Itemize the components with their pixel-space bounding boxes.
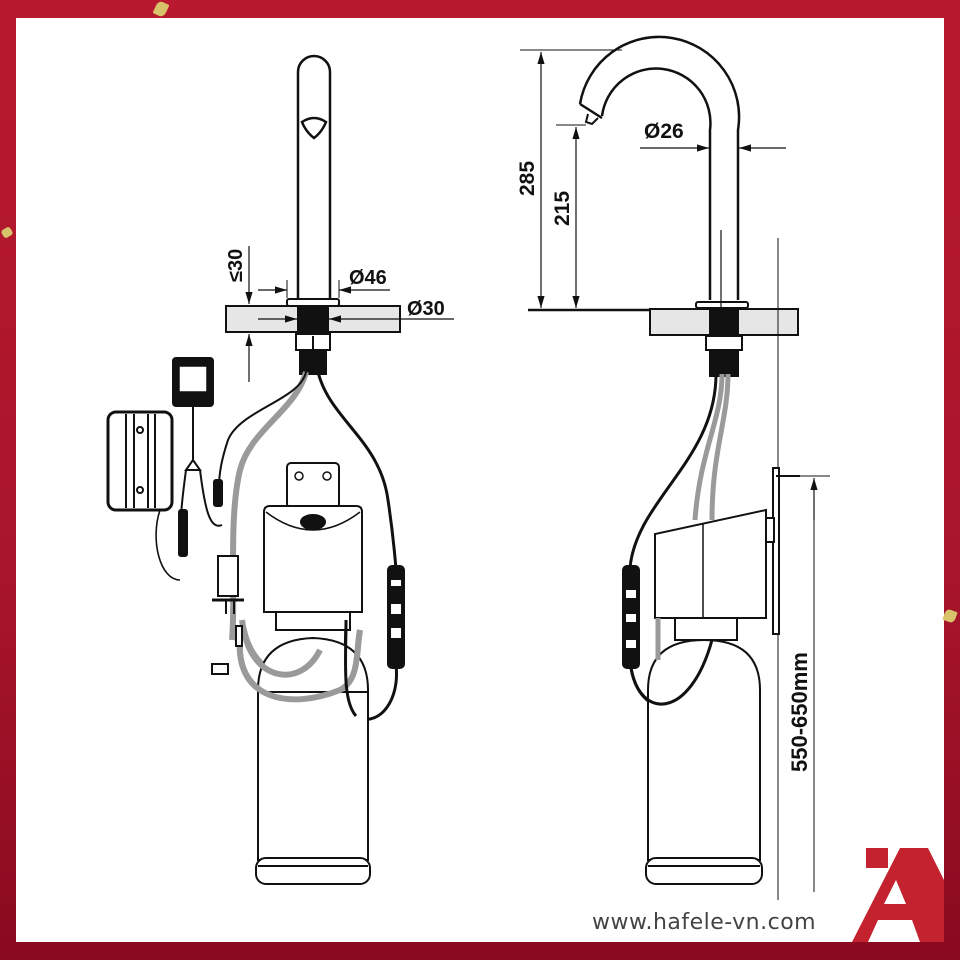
deck-thickness-label: ≤30 bbox=[225, 249, 247, 282]
hafele-logo bbox=[852, 848, 944, 942]
gooseneck-spout bbox=[580, 70, 710, 300]
connector-plug bbox=[217, 555, 239, 597]
spout-diameter-label: Ø26 bbox=[644, 120, 684, 143]
mounting-bracket bbox=[286, 462, 340, 509]
solenoid-valve-box bbox=[654, 508, 767, 619]
water-hose bbox=[229, 371, 309, 641]
faucet-spout bbox=[296, 54, 332, 300]
sensor-cable bbox=[628, 373, 718, 569]
sensor-eye-icon bbox=[300, 116, 328, 140]
install-height-label: 550-650mm bbox=[787, 652, 812, 772]
website-url[interactable]: www.hafele-vn.com bbox=[592, 910, 817, 935]
spout-outlet-height-label: 215 bbox=[551, 191, 574, 226]
total-height-label: 285 bbox=[516, 161, 539, 196]
sensor-cable bbox=[316, 371, 398, 571]
water-hose bbox=[692, 373, 725, 521]
solenoid-valve-box bbox=[263, 505, 363, 613]
cable-connector bbox=[387, 565, 405, 669]
hole-diameter-label: Ø30 bbox=[407, 298, 445, 320]
side-view bbox=[520, 35, 830, 900]
front-view bbox=[106, 54, 454, 885]
filter-housing bbox=[257, 636, 369, 861]
flange-diameter-label: Ø46 bbox=[349, 267, 387, 289]
filter-housing bbox=[647, 638, 761, 861]
